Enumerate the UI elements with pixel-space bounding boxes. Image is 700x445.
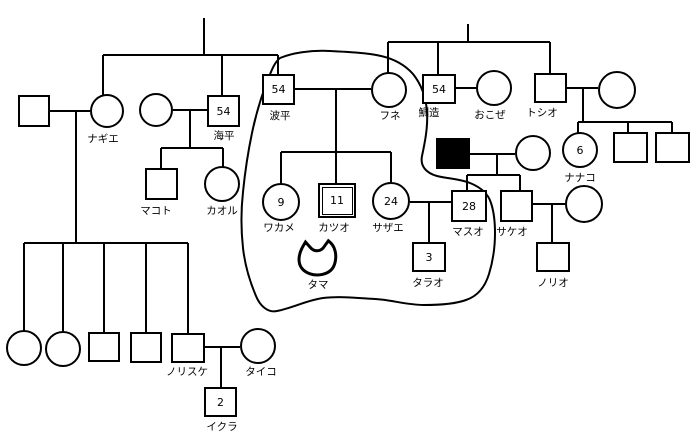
person-kaoru-circle: [204, 166, 240, 202]
person-nanako-circle: 6: [562, 132, 598, 168]
person-sakeo-label: サケオ: [496, 226, 528, 238]
person-toshio-label: トシオ: [526, 107, 558, 119]
person-tarao-label: タラオ: [412, 277, 444, 289]
person-norisuke-label: ノリスケ: [166, 366, 208, 378]
person-unnamed-female-deceased-wife: [515, 135, 551, 171]
person-okoze-label: おこぜ: [474, 109, 506, 121]
person-nanako-label: ナナコ: [564, 172, 596, 184]
person-kaihei-label: 海平: [213, 130, 235, 142]
person-unnamed-male-sibling-3: [88, 332, 120, 362]
person-sazae-circle: 24: [372, 182, 410, 220]
person-unnamed-female-sibling-1: [6, 330, 42, 366]
person-nagie-circle: [90, 94, 124, 128]
person-unnamed-male-nanako-brother-2: [655, 132, 690, 163]
person-sazae-label: サザエ: [372, 222, 404, 234]
person-sazae-age: 24: [384, 194, 398, 208]
person-katsuo-label: カツオ: [318, 222, 350, 234]
person-namihei-square: 54: [262, 74, 295, 105]
person-taizo-label: 鯛造: [418, 107, 440, 119]
pet-tama-label: タマ: [307, 279, 329, 291]
person-toshio-square: [534, 73, 567, 103]
person-namihei-label: 波平: [269, 110, 291, 122]
person-unnamed-female-toshio-wife: [598, 71, 636, 109]
person-ikura-age: 2: [217, 395, 224, 409]
person-unnamed-male-nanako-brother-1: [613, 132, 648, 163]
person-sakeo-square: [500, 190, 533, 222]
person-taizo-square: 54: [422, 74, 456, 104]
person-taiko-circle: [240, 328, 276, 364]
person-fune-circle: [371, 72, 407, 108]
person-kaihei-age: 54: [216, 104, 231, 118]
person-unnamed-male-sibling-4: [130, 332, 162, 363]
person-norio-label: ノリオ: [537, 277, 569, 289]
connectors-norisuke-family: [205, 346, 240, 389]
person-makoto-square: [145, 168, 178, 200]
person-tarao-square: 3: [412, 242, 446, 272]
person-kaoru-label: カオル: [206, 205, 238, 217]
person-unnamed-female-sakeo-wife: [565, 185, 603, 223]
person-taiko-label: タイコ: [245, 366, 277, 378]
person-norisuke-square: [171, 333, 205, 363]
person-okoze-circle: [476, 70, 512, 106]
person-ikura-square: 2: [204, 387, 237, 417]
person-wakame-circle: 9: [262, 183, 300, 221]
person-katsuo-square: 11: [318, 183, 356, 218]
connectors-nagie-family: [23, 110, 189, 335]
person-masuo-square: 28: [451, 190, 487, 222]
person-ikura-label: イクラ: [206, 421, 238, 433]
person-unnamed-female-sibling-2: [45, 331, 81, 367]
connectors-sazae-family: [410, 201, 451, 244]
connectors-namihei-family: [280, 88, 392, 185]
person-namihei-age: 54: [271, 83, 286, 96]
connectors-sakeo-family: [533, 203, 565, 244]
person-masuo-age: 28: [462, 199, 476, 213]
connectors-root-right: [387, 24, 551, 76]
person-wakame-age: 9: [277, 195, 285, 209]
connectors-root-left: [102, 18, 279, 97]
person-katsuo-age: 11: [330, 194, 344, 207]
person-taizo-age: 54: [432, 82, 446, 96]
connectors-kaihei-family: [160, 109, 224, 170]
person-unnamed-female-kaihei-wife: [139, 93, 173, 127]
connectors-deceased-family: [466, 153, 521, 192]
person-deceased-male-square: [436, 138, 470, 169]
person-nagie-label: ナギエ: [87, 133, 119, 145]
person-tarao-age: 3: [425, 250, 433, 264]
person-norio-square: [536, 242, 570, 272]
person-fune-label: フネ: [379, 110, 401, 122]
person-masuo-label: マスオ: [452, 226, 484, 238]
person-kaihei-square: 54: [207, 95, 240, 127]
pet-tama-shape: [297, 238, 338, 277]
person-makoto-label: マコト: [140, 205, 172, 217]
person-unnamed-male-nagie-husband: [18, 95, 50, 127]
person-wakame-label: ワカメ: [263, 222, 295, 234]
person-nanako-age: 6: [576, 143, 584, 157]
